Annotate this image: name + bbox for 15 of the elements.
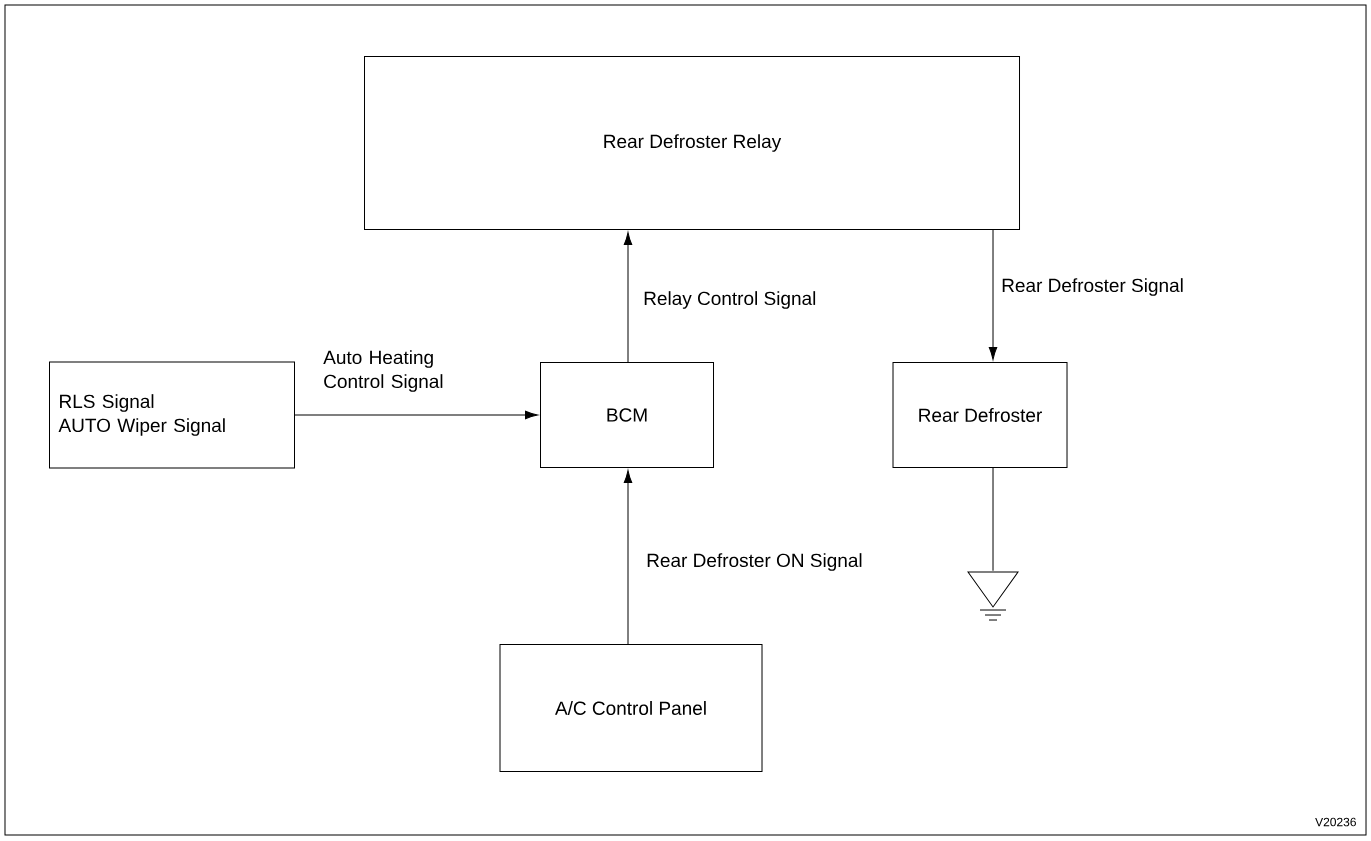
- block-box: A/C Control Panel: [499, 644, 763, 772]
- block-box: Rear Defroster: [892, 362, 1068, 468]
- edge-label: Rear Defroster Signal: [1002, 278, 1183, 296]
- block-box: Rear Defroster Relay: [364, 56, 1020, 230]
- figure-code: V20236: [1315, 817, 1356, 827]
- arrow: [623, 470, 633, 645]
- edge-label: Relay Control Signal: [644, 291, 816, 309]
- arrow: [988, 229, 998, 360]
- block-box: BCM: [540, 362, 714, 468]
- arrow: [623, 232, 633, 363]
- edge-label: Rear Defroster ON Signal: [647, 553, 862, 571]
- arrow: [294, 410, 538, 420]
- edge-label: Auto Heating Control Signal: [323, 350, 443, 392]
- ground-symbol: [967, 571, 1019, 621]
- block-box: RLS Signal AUTO Wiper Signal: [49, 361, 295, 469]
